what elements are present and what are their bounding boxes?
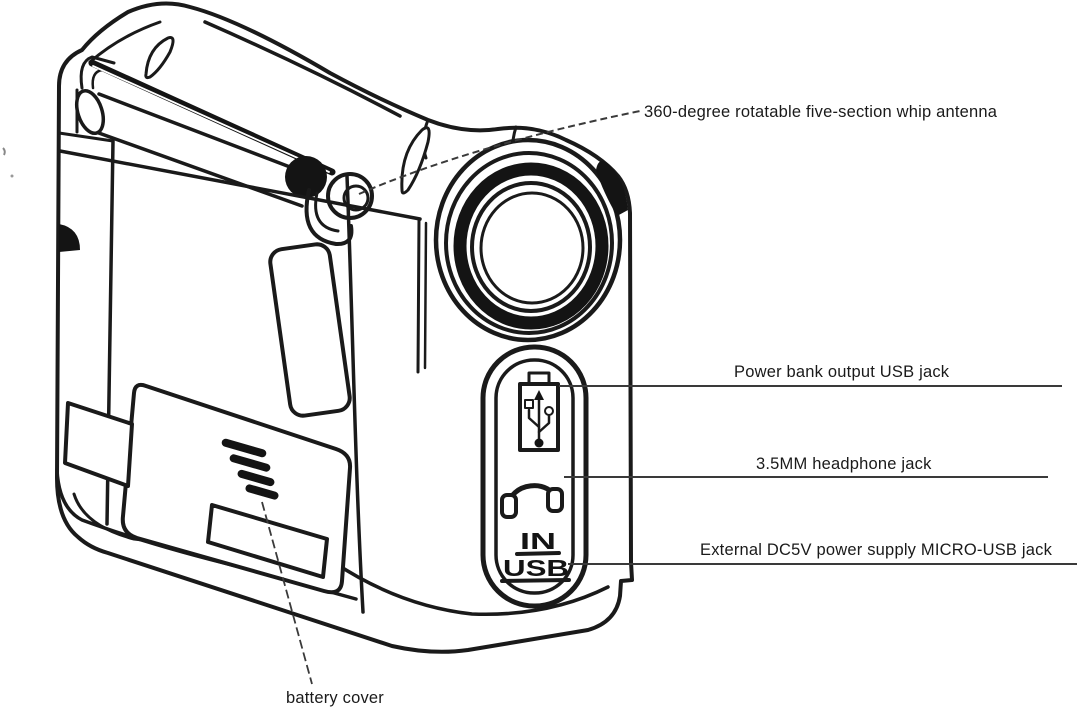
callout-usb-out-label: Power bank output USB jack bbox=[734, 363, 950, 381]
housing-leaf-mark bbox=[144, 36, 175, 80]
leader-line-antenna bbox=[358, 110, 641, 195]
usb-icon-right-branch bbox=[537, 414, 551, 434]
usb-underline bbox=[500, 578, 571, 583]
callout-micro-usb-label: External DC5V power supply MICRO-USB jac… bbox=[700, 541, 1053, 559]
underside-contour-right bbox=[333, 561, 610, 617]
left-edge-notch bbox=[59, 224, 80, 252]
grip-ridge bbox=[245, 484, 279, 500]
headphone-icon bbox=[500, 483, 564, 519]
lens-ring-2 bbox=[444, 151, 614, 335]
usb-icon-circle bbox=[544, 406, 554, 416]
headphone-left-cup bbox=[500, 493, 518, 519]
front-face-top-edge bbox=[58, 149, 422, 221]
antenna-pocket-line bbox=[57, 131, 115, 143]
lens-dark-band bbox=[453, 162, 609, 330]
usb-icon-square bbox=[524, 399, 534, 409]
antenna-pivot-knob bbox=[285, 156, 327, 198]
battery-slot bbox=[206, 503, 329, 579]
headphone-right-cup bbox=[546, 487, 564, 513]
antenna-rod-highlight bbox=[92, 65, 330, 173]
face-divider-edge bbox=[345, 174, 365, 614]
corner-bracket-line bbox=[79, 55, 116, 90]
grip-ridge bbox=[229, 454, 271, 472]
antenna-channel-bottom-line bbox=[94, 130, 304, 208]
side-slot-window bbox=[63, 401, 134, 488]
battery-grip-ridges bbox=[221, 438, 279, 500]
callout-headphone-label: 3.5MM headphone jack bbox=[756, 455, 932, 473]
stray-mark bbox=[10, 174, 14, 178]
lens-barrel-edge-2 bbox=[423, 221, 428, 370]
connector-panel: IN USB bbox=[480, 344, 589, 609]
antenna-ferrule-inner bbox=[342, 184, 370, 212]
front-face-features bbox=[63, 242, 353, 595]
usb-icon-dot bbox=[534, 438, 544, 448]
usb-icon-arrow bbox=[534, 390, 544, 400]
whip-antenna bbox=[74, 59, 374, 247]
lens-barrel-edge-1 bbox=[416, 217, 421, 374]
usb-symbol-icon bbox=[518, 371, 560, 452]
port-usb-label: USB bbox=[503, 555, 569, 581]
port-in-label: IN bbox=[520, 528, 556, 554]
grip-ridge bbox=[221, 438, 267, 458]
grip-ridge bbox=[237, 469, 275, 487]
stray-mark bbox=[2, 147, 6, 156]
usb-icon-left-branch bbox=[527, 408, 541, 429]
antenna-base-cap bbox=[74, 89, 106, 135]
in-underline bbox=[515, 551, 561, 556]
front-panel-window bbox=[268, 242, 352, 418]
underside-contour-left bbox=[72, 492, 337, 565]
antenna-rod bbox=[88, 59, 336, 176]
leader-line-battery bbox=[261, 501, 313, 685]
lens-ring-inner bbox=[479, 191, 585, 305]
lens-ring-3 bbox=[470, 181, 592, 313]
callout-battery-label: battery cover bbox=[286, 689, 384, 707]
barrel-leaf-mark bbox=[400, 126, 431, 195]
housing-cylinder-line bbox=[203, 20, 402, 118]
lens-side-shadow bbox=[596, 161, 628, 216]
usb-in-marking: IN USB bbox=[500, 528, 571, 583]
callout-antenna-label: 360-degree rotatable five-section whip a… bbox=[644, 103, 998, 121]
camera-lens bbox=[433, 137, 628, 343]
antenna-channel-top-line bbox=[97, 92, 292, 169]
leader-lines bbox=[261, 110, 1077, 685]
